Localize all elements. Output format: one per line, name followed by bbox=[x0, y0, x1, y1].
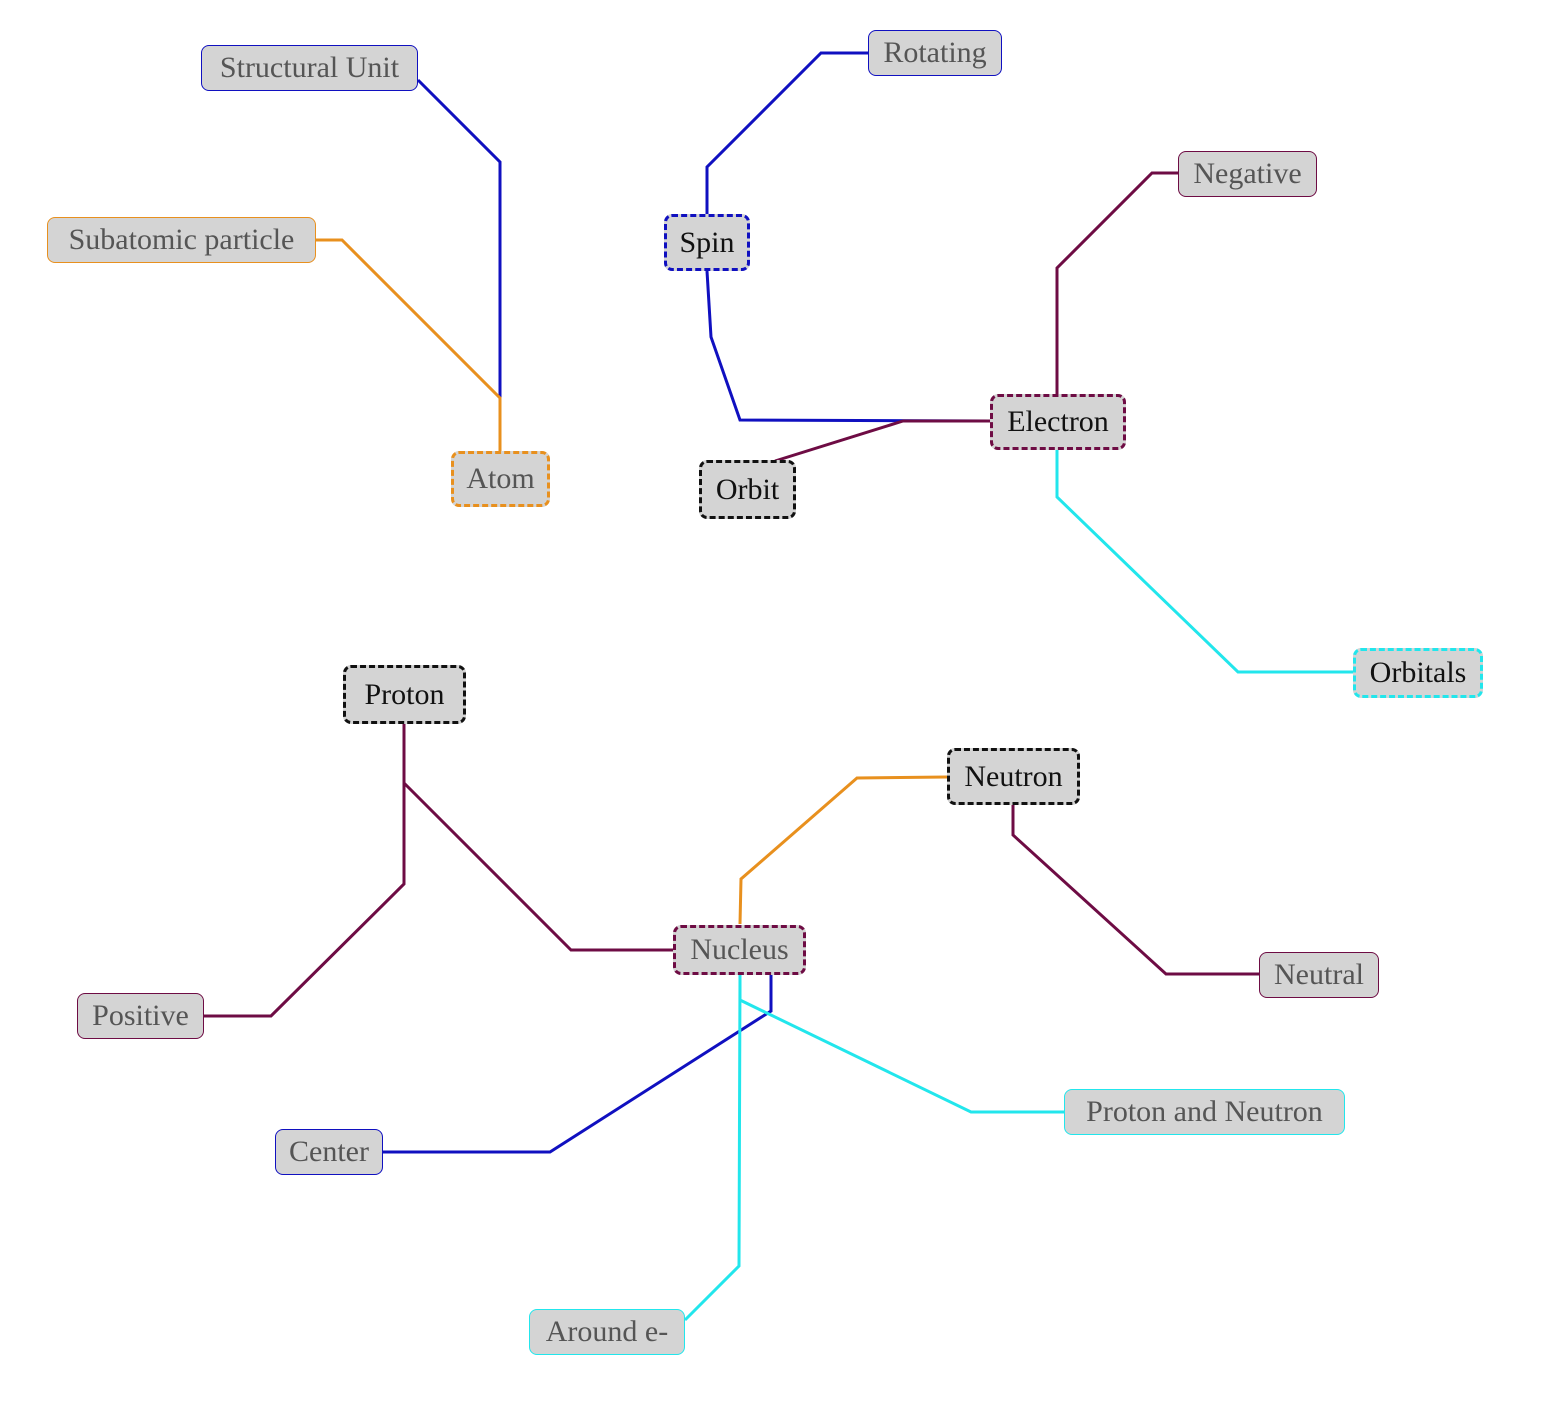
edge-nucleus-center bbox=[383, 975, 773, 1154]
node-negative[interactable]: Negative bbox=[1178, 151, 1317, 197]
node-proton-and-neutron[interactable]: Proton and Neutron bbox=[1064, 1089, 1345, 1135]
node-orbit[interactable]: Orbit bbox=[699, 460, 796, 519]
node-proton[interactable]: Proton bbox=[343, 665, 466, 724]
node-positive[interactable]: Positive bbox=[77, 993, 204, 1039]
node-nucleus[interactable]: Nucleus bbox=[673, 925, 806, 975]
edge-electron-spin bbox=[705, 270, 991, 423]
node-neutron[interactable]: Neutron bbox=[947, 748, 1080, 805]
node-structural-unit[interactable]: Structural Unit bbox=[201, 45, 418, 91]
edge-electron-orbit bbox=[774, 419, 990, 463]
edge-proton-positive bbox=[204, 724, 406, 1018]
edge-nucleus-proton bbox=[402, 781, 673, 952]
node-spin[interactable]: Spin bbox=[664, 214, 750, 271]
edge-electron-orbitals bbox=[1055, 450, 1353, 674]
edge-nucleus-proton-and-neutron bbox=[738, 975, 1064, 1114]
node-rotating[interactable]: Rotating bbox=[868, 30, 1002, 76]
node-atom[interactable]: Atom bbox=[451, 451, 550, 507]
node-center[interactable]: Center bbox=[275, 1129, 383, 1175]
node-neutral[interactable]: Neutral bbox=[1259, 952, 1379, 998]
node-around-e[interactable]: Around e- bbox=[529, 1309, 685, 1355]
edge-spin-rotating bbox=[705, 51, 868, 214]
node-subatomic-particle[interactable]: Subatomic particle bbox=[47, 217, 316, 263]
node-orbitals[interactable]: Orbitals bbox=[1353, 648, 1483, 698]
edge-nucleus-around-e bbox=[683, 974, 742, 1322]
node-electron[interactable]: Electron bbox=[990, 394, 1126, 450]
edge-atom-structural-unit bbox=[416, 78, 502, 452]
edge-electron-negative bbox=[1055, 171, 1178, 394]
edge-nucleus-neutron bbox=[738, 775, 948, 925]
edge-atom-subatomic-particle bbox=[316, 238, 502, 452]
edge-neutron-neutral bbox=[1011, 805, 1259, 976]
